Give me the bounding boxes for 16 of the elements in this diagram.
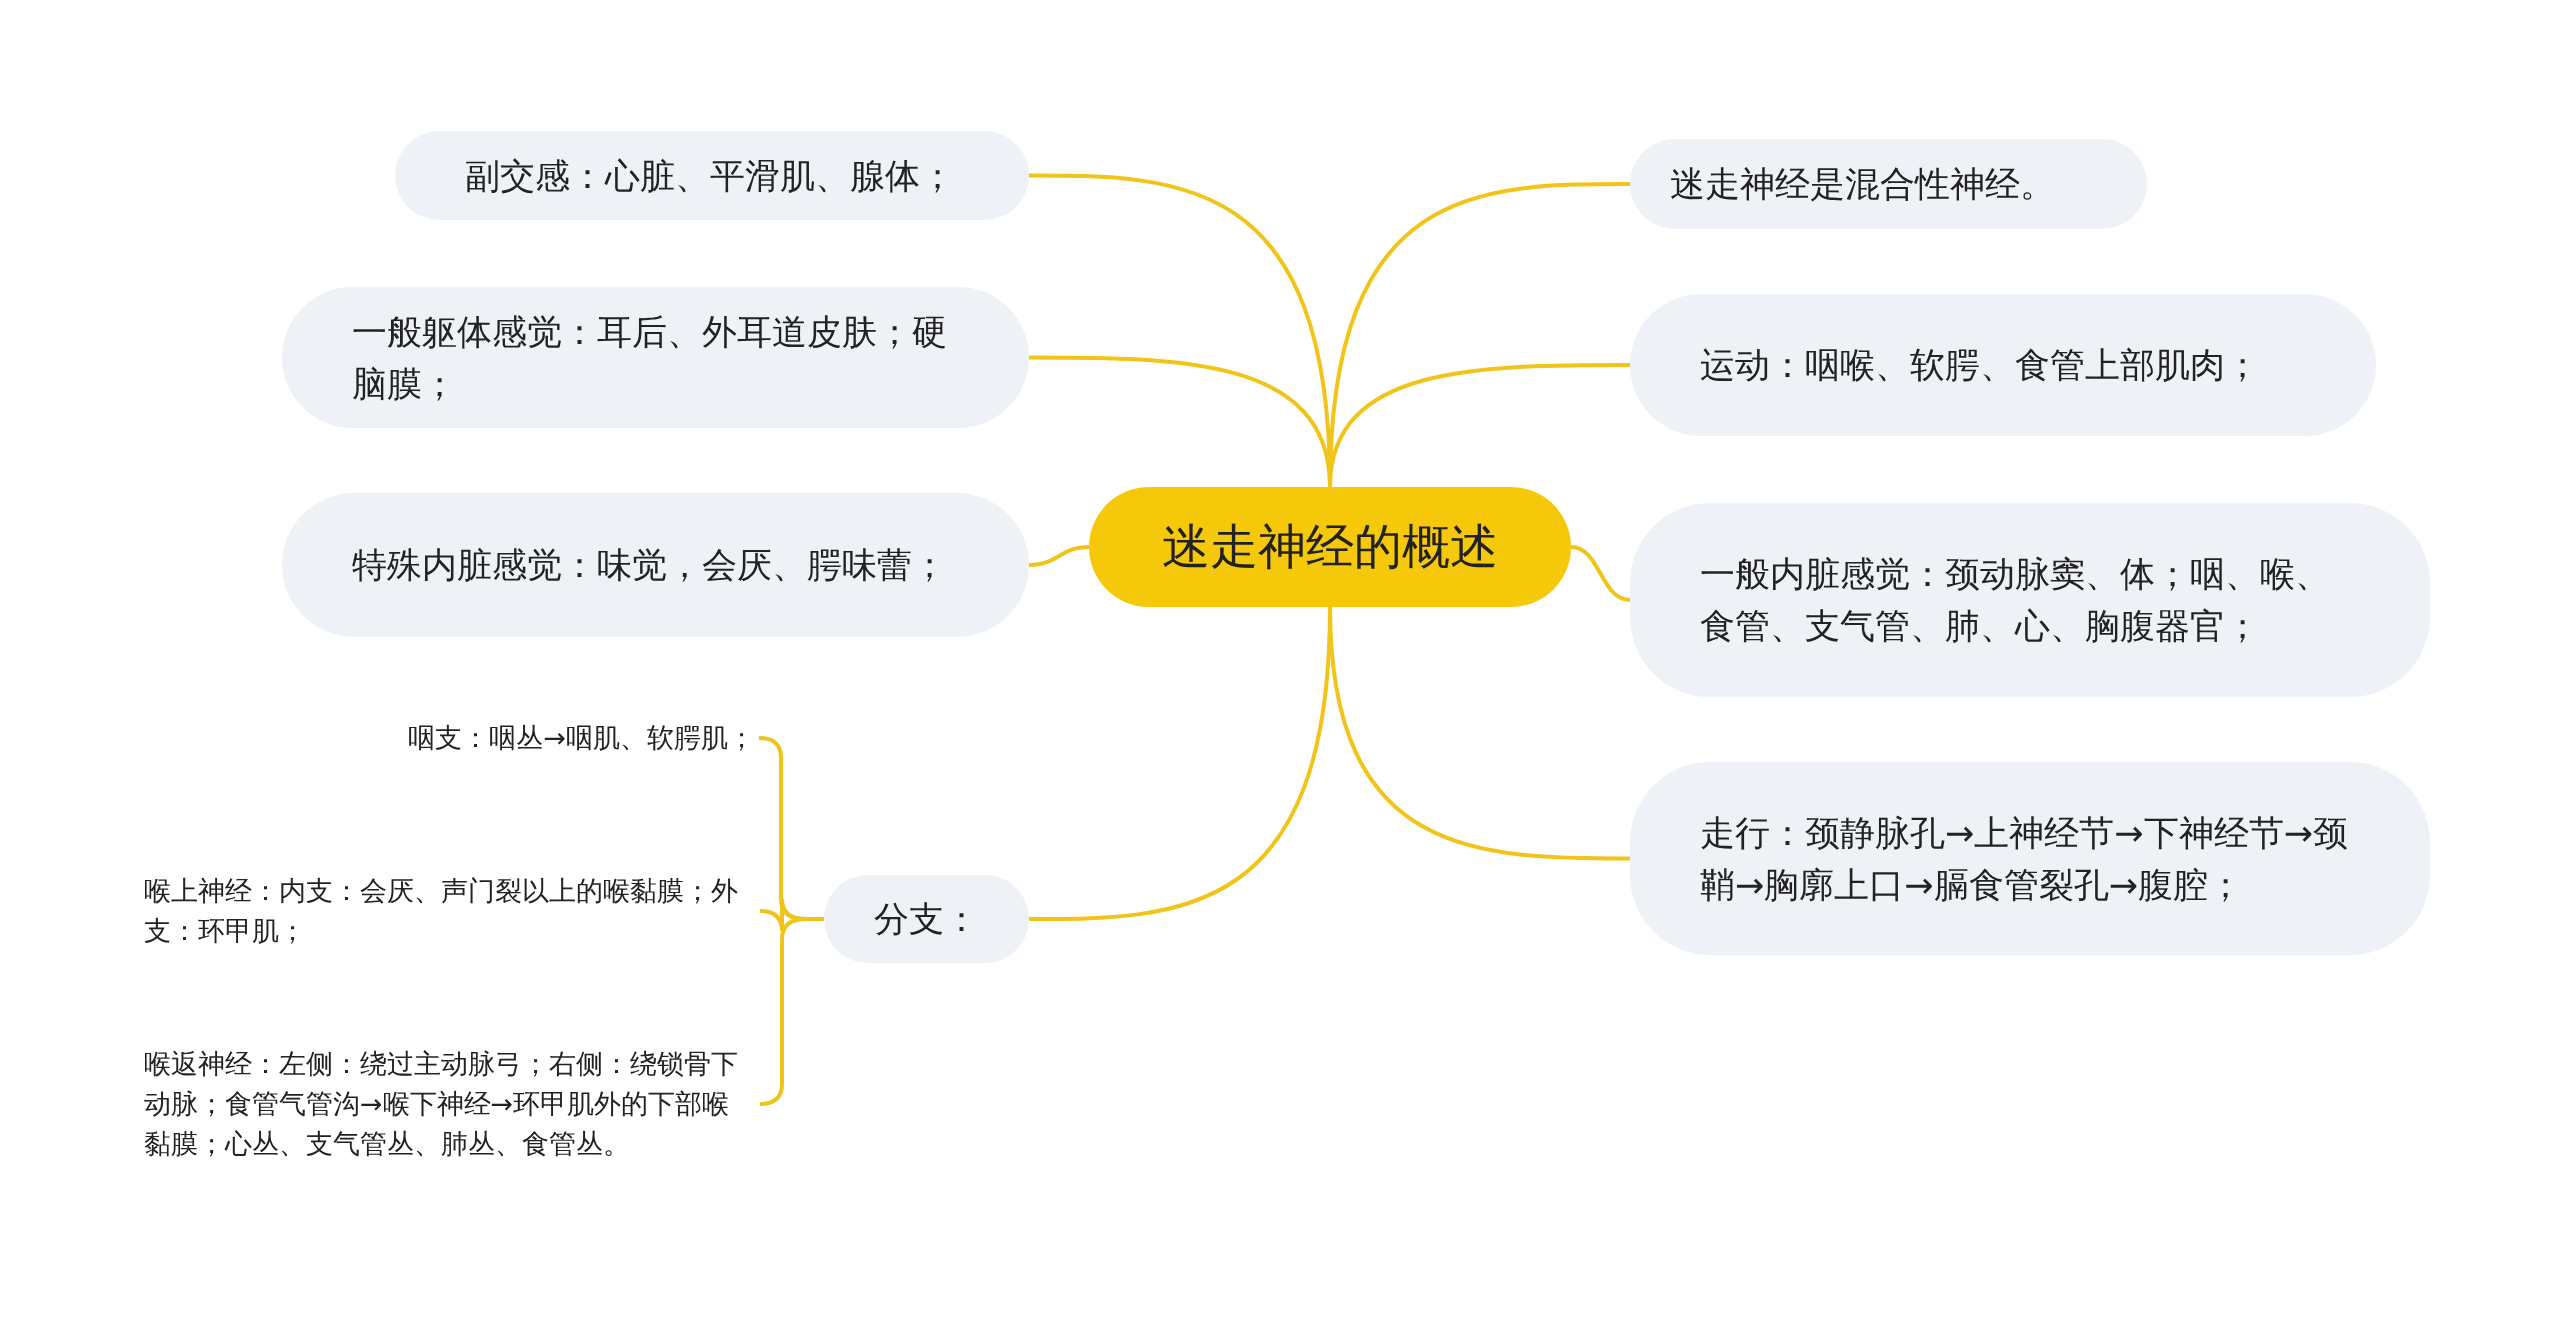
connector-line	[1570, 545, 1631, 602]
topic-box: 迷走神经是混合性神经。	[1630, 139, 2147, 229]
topic-box: 走行：颈静脉孔→上神经节→下神经节→颈鞘→胸廓上口→膈食管裂孔→腹腔；	[1630, 762, 2430, 955]
topic-box: 一般躯体感觉：耳后、外耳道皮肤；硬脑膜；	[282, 287, 1029, 428]
topic-box: 特殊内脏感觉：味觉，会厌、腭味蕾；	[282, 493, 1029, 637]
topic-box: 副交感：心脏、平滑肌、腺体；	[395, 131, 1029, 220]
connector-line	[1328, 363, 1630, 488]
central-topic-box: 迷走神经的概述	[1089, 487, 1571, 607]
topic-box: 分支：	[824, 875, 1029, 963]
topic-box: 一般内脏感觉：颈动脉窦、体；咽、喉、食管、支气管、肺、心、胸腹器官；	[1630, 503, 2430, 697]
note-text: 喉上神经：内支：会厌、声门裂以上的喉黏膜；外支：环甲肌；	[144, 871, 756, 951]
note-text: 喉返神经：左侧：绕过主动脉弓；右侧：绕锁骨下动脉；食管气管沟→喉下神经→环甲肌外的下部喉黏膜；心丛、支气管丛、肺丛、食管丛。	[144, 1024, 756, 1184]
topic-box: 运动：咽喉、软腭、食管上部肌肉；	[1630, 294, 2376, 436]
connector-line	[1028, 545, 1090, 567]
connector-line	[1328, 606, 1630, 861]
note-text: 咽支：咽丛→咽肌、软腭肌；	[340, 718, 755, 758]
